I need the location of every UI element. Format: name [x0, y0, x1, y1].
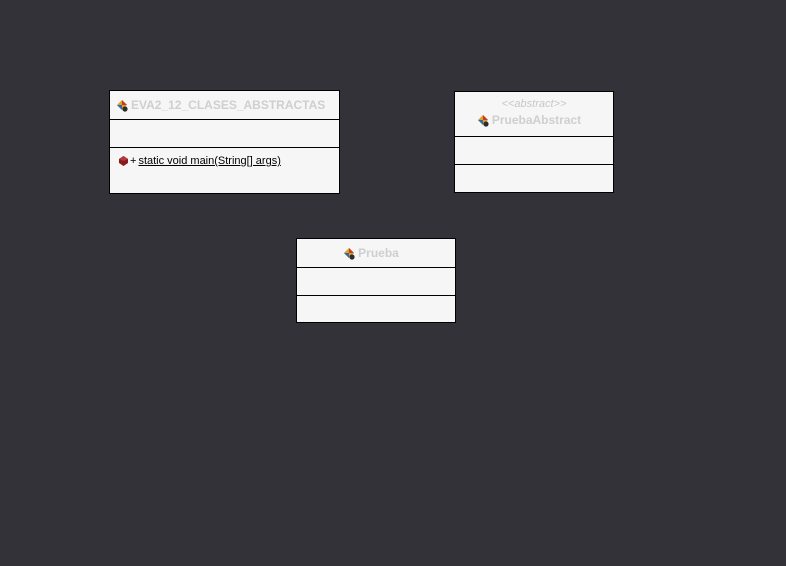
class-prueba[interactable]: Prueba: [296, 238, 456, 323]
class-header: EVA2_12_CLASES_ABSTRACTAS: [110, 91, 339, 119]
class-header: Prueba: [297, 239, 455, 267]
methods-compartment: + static void main(String[] args): [110, 147, 339, 193]
class-icon: [343, 247, 355, 260]
method-signature: static void main(String[] args): [138, 155, 281, 167]
static-method-icon: [119, 156, 128, 166]
class-stereotype: <<abstract>>: [501, 98, 567, 110]
attributes-compartment: [455, 136, 613, 164]
class-icon: [477, 114, 489, 127]
class-icon: [116, 99, 128, 112]
class-name: Prueba: [358, 246, 399, 260]
methods-compartment: [297, 295, 455, 322]
class-name: PruebaAbstract: [491, 113, 582, 127]
method-row[interactable]: + static void main(String[] args): [119, 155, 339, 167]
attributes-compartment: [297, 267, 455, 295]
class-prueba-abstract[interactable]: <<abstract>> PruebaAbstract: [454, 91, 614, 193]
class-header: <<abstract>> PruebaAbstract: [455, 92, 613, 136]
class-name: EVA2_12_CLASES_ABSTRACTAS: [131, 98, 326, 112]
methods-compartment: [455, 164, 613, 192]
attributes-compartment: [110, 119, 339, 147]
class-eva2-12-clases-abstractas[interactable]: EVA2_12_CLASES_ABSTRACTAS + static void …: [109, 90, 340, 194]
method-visibility: +: [130, 155, 137, 167]
